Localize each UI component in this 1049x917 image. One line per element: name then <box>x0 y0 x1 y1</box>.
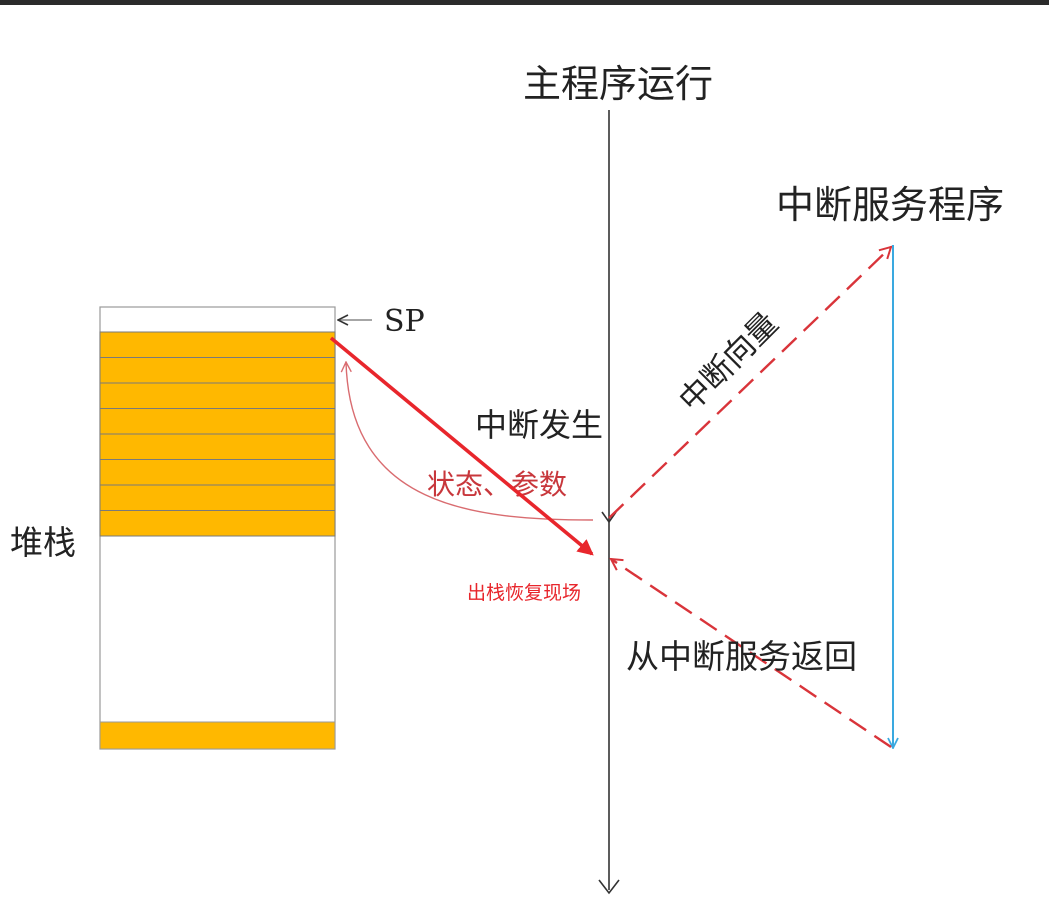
main-program-title: 主程序运行 <box>523 62 713 106</box>
interrupt-vector-dashed-arrow <box>608 247 891 519</box>
stack-slot <box>99 382 336 409</box>
top-edge-bar <box>0 0 1049 5</box>
return-from-isr-label: 从中断服务返回 <box>626 637 857 676</box>
stack-slot <box>99 408 336 435</box>
state-params-curve-arrow <box>346 362 594 521</box>
stack-block <box>99 306 336 750</box>
state-params-label: 状态、参数 <box>427 468 567 501</box>
main-line-arrow-1 <box>601 511 617 524</box>
pop-restore-arrow <box>329 336 594 556</box>
stack-slot <box>99 331 336 358</box>
stack-bottom-slot <box>99 721 336 750</box>
stack-slot <box>99 510 336 537</box>
isr-title: 中断服务程序 <box>776 183 1004 227</box>
stack-top-slots <box>99 331 336 537</box>
sp-label: SP <box>384 304 425 339</box>
interrupt-occurs-label: 中断发生 <box>475 406 603 444</box>
main-line-arrow-bottom <box>598 879 620 895</box>
return-dashed-arrow <box>611 559 892 748</box>
stack-slot <box>99 484 336 511</box>
stack-label: 堆栈 <box>10 523 76 562</box>
stack-slot <box>99 459 336 486</box>
stack-slot <box>99 357 336 384</box>
pop-restore-label: 出栈恢复现场 <box>467 582 581 604</box>
stack-slot <box>99 433 336 460</box>
